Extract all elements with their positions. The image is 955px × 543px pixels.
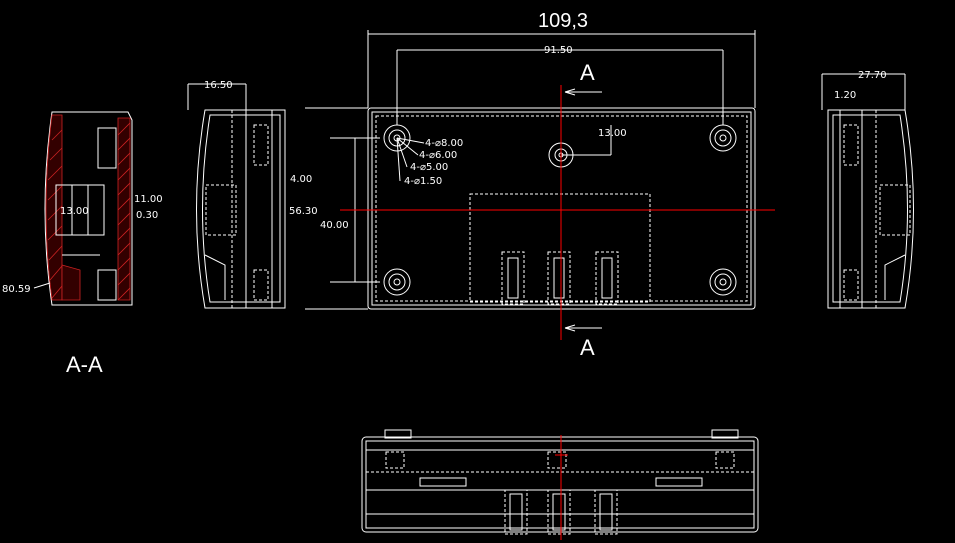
section-mark-top: A [580,60,595,85]
mount-hole [383,268,411,296]
left-depth-dim: 16.50 [204,80,233,91]
section-title: A-A [66,352,103,377]
height-outer-dim: 56.30 [289,206,318,217]
left-side-view [196,109,286,309]
section-view-a-a [44,111,133,306]
overall-width-dim: 109,3 [538,10,588,32]
right-side-view [827,109,914,309]
centerlines [340,85,775,540]
sec-wall-dim: 11.00 [134,194,163,205]
sec-radius-dim: 80.59 [2,284,31,295]
section-mark-bottom: A [580,335,595,360]
right-wall-dim: 1.20 [834,90,856,101]
bottom-view [361,429,759,535]
hole-callout-5: 4-⌀5.00 [410,162,448,173]
small-dim: 4.00 [290,174,312,185]
right-depth-dim: 27.70 [858,70,887,81]
center-offset-dim: 13.00 [598,128,627,139]
mount-hole [709,124,737,152]
hole-callout-8: 4-⌀8.00 [425,138,463,149]
hole-callout-15: 4-⌀1.50 [404,176,442,187]
hole-spacing-dim: 91.50 [544,45,573,56]
height-inner-dim: 40.00 [320,220,349,231]
sec-inner-dim: 13.00 [60,206,89,217]
mount-hole [709,268,737,296]
sec-lip-dim: 0.30 [136,210,158,221]
hole-callout-6: 4-⌀6.00 [419,150,457,161]
